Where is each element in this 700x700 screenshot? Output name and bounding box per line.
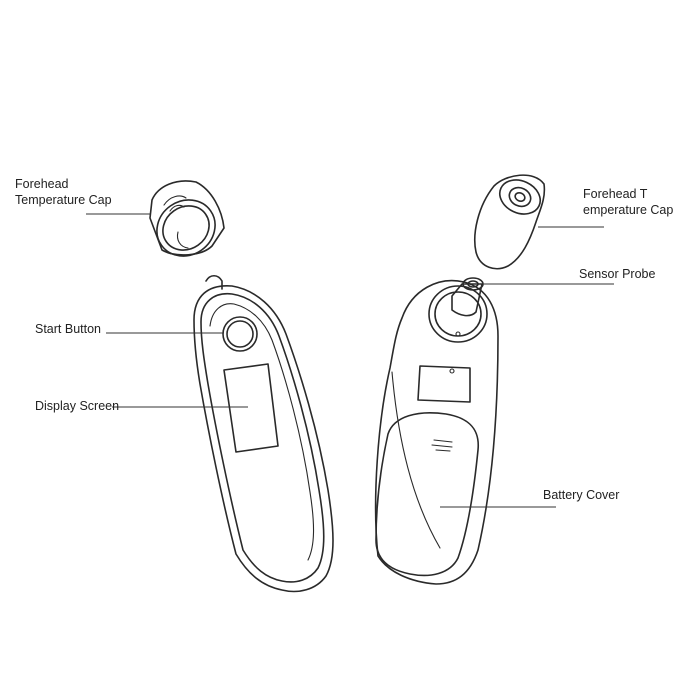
right-forehead-cap — [474, 174, 546, 270]
label-start-button: Start Button — [35, 322, 102, 336]
label-forehead-cap-right-line1: Forehead T — [583, 187, 648, 201]
right-thermometer-body — [374, 277, 499, 585]
label-display-screen: Display Screen — [35, 399, 120, 413]
left-forehead-cap — [149, 180, 225, 257]
left-thermometer-body — [193, 274, 334, 593]
label-forehead-cap-left-line1: Forehead — [15, 177, 69, 191]
label-forehead-cap-right: Forehead T emperature Cap — [583, 186, 673, 218]
label-battery-cover: Battery Cover — [543, 488, 620, 502]
label-forehead-cap-right-line2: emperature Cap — [583, 203, 674, 217]
label-sensor-probe: Sensor Probe — [579, 267, 656, 281]
label-forehead-cap-left: Forehead Temperature Cap — [15, 176, 112, 208]
label-forehead-cap-left-line2: Temperature Cap — [15, 193, 112, 207]
